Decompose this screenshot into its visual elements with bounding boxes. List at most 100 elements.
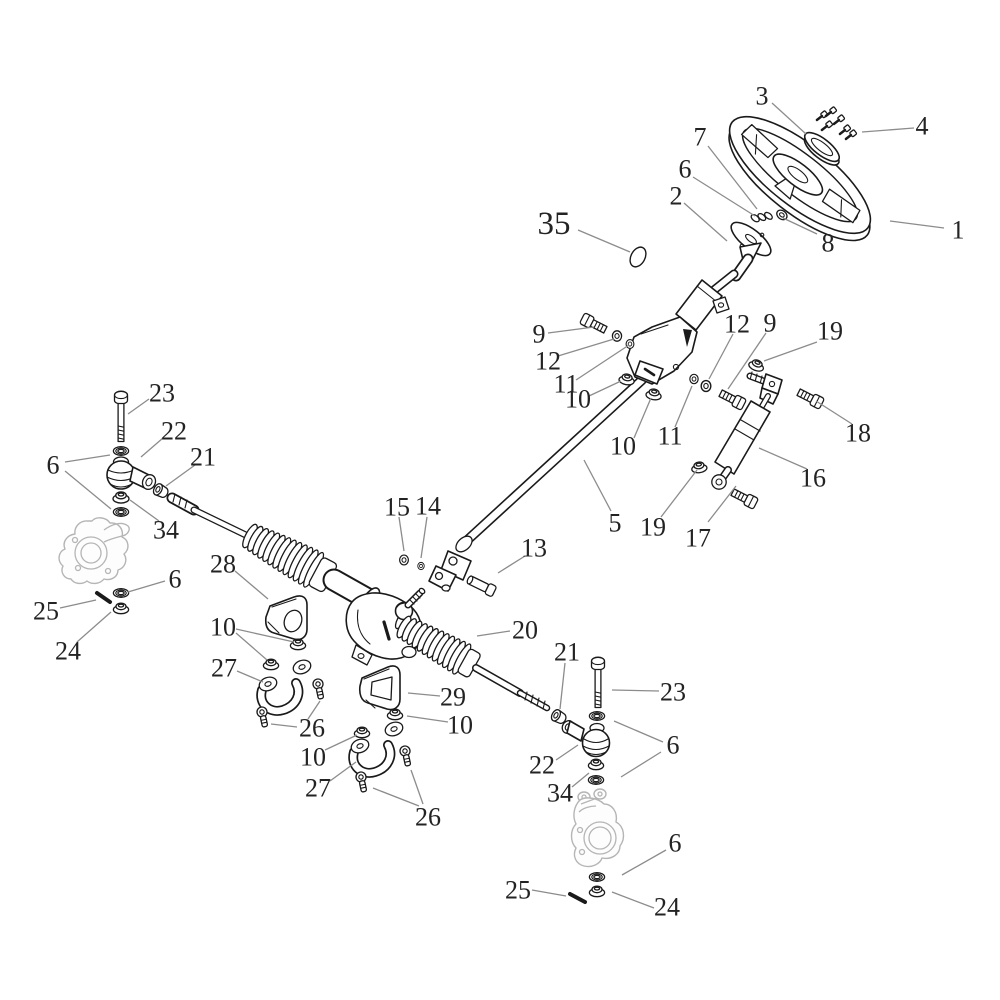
- leader-line-28: [234, 570, 269, 600]
- leader-line-16: [758, 447, 808, 470]
- tie-rod-end-right: [561, 656, 611, 785]
- part-label-26-41: 26: [415, 803, 441, 832]
- leader-line-2: [683, 202, 728, 242]
- leader-line-10: [406, 715, 449, 723]
- part-label-6-28: 6: [47, 451, 60, 480]
- part-label-17-17: 17: [685, 524, 711, 553]
- rack-bushing-left: [264, 595, 308, 641]
- part-label-34-46: 34: [547, 779, 573, 808]
- leader-line-27: [236, 670, 264, 683]
- horn-pad-screws: [814, 105, 859, 143]
- part-label-25-48: 25: [505, 876, 531, 905]
- leader-line-23: [127, 398, 150, 415]
- part-label-19-18: 19: [640, 513, 666, 542]
- universal-joint: [428, 535, 473, 592]
- wheel-spoke-left: [740, 123, 779, 159]
- damper-bolt-upper: [795, 386, 826, 410]
- bracket-screw: [398, 744, 414, 768]
- leader-line-12: [708, 333, 734, 380]
- leader-line-15: [398, 516, 405, 552]
- leader-line-24: [76, 611, 112, 643]
- rack-and-pinion: [166, 492, 551, 712]
- part-label-6-47: 6: [669, 829, 682, 858]
- part-label-22-45: 22: [529, 751, 555, 780]
- part-label-6-30: 6: [169, 565, 182, 594]
- part-label-34-29: 34: [153, 516, 179, 545]
- part-label-1-0: 1: [952, 216, 965, 245]
- leader-line-6: [127, 580, 166, 593]
- leader-line-12: [557, 338, 615, 357]
- part-label-7-6: 7: [694, 123, 707, 152]
- part-label-35-50: 35: [538, 206, 571, 242]
- knuckle-hardware-right: [568, 872, 606, 904]
- leader-line-9: [547, 326, 595, 334]
- part-label-8-7: 8: [822, 229, 835, 258]
- leader-line-23: [611, 689, 660, 692]
- leader-line-10: [588, 380, 622, 397]
- leader-line-20: [476, 630, 511, 637]
- retainer-ring-15: [399, 554, 409, 566]
- damper-nut-upper: [746, 357, 767, 374]
- wheel-hub: [772, 153, 824, 196]
- part-label-9-8: 9: [533, 320, 546, 349]
- rack-boot-right: [396, 615, 481, 678]
- leader-line-8: [782, 217, 818, 235]
- column-mount-hardware-right: [689, 373, 748, 411]
- part-label-12-9: 12: [535, 347, 561, 376]
- leader-line-7: [707, 145, 758, 210]
- steering-wheel: [728, 115, 872, 242]
- leader-line-11: [575, 344, 630, 381]
- leader-line-10: [324, 734, 358, 751]
- part-label-19-14: 19: [817, 317, 843, 346]
- leader-line-6: [613, 720, 664, 743]
- rack-boot-left: [242, 523, 338, 593]
- leader-line-19: [660, 469, 698, 518]
- part-label-14-23: 14: [415, 492, 441, 521]
- leader-line-26: [372, 787, 420, 807]
- leader-line-14: [420, 516, 428, 559]
- leader-line-26: [270, 723, 298, 728]
- leader-line-13: [497, 555, 526, 574]
- clamp-bracket-right: [348, 721, 404, 778]
- part-label-20-24: 20: [512, 616, 538, 645]
- retainer-ring-14: [417, 561, 425, 571]
- leader-line-34: [571, 772, 590, 788]
- leader-line-9: [727, 332, 767, 390]
- tie-rod-end-left: [106, 390, 157, 517]
- o-ring: [629, 246, 647, 268]
- leader-line-22: [555, 744, 579, 761]
- leader-line-24: [611, 891, 655, 909]
- bracket-nut: [289, 638, 307, 651]
- leader-line-6: [620, 751, 662, 778]
- leader-line-6: [64, 470, 112, 510]
- knuckle-left: [58, 517, 130, 585]
- part-label-28-33: 28: [210, 550, 236, 579]
- leader-line-4: [861, 127, 915, 133]
- part-label-16-16: 16: [800, 464, 826, 493]
- part-label-12-12: 12: [724, 310, 750, 339]
- part-label-10-11: 10: [565, 385, 591, 414]
- part-label-10-34: 10: [210, 613, 236, 642]
- part-label-24-49: 24: [654, 893, 680, 922]
- steering-damper: [711, 371, 783, 490]
- leader-line-5: [583, 459, 612, 512]
- leader-line-25: [531, 889, 567, 897]
- part-label-10-19: 10: [610, 432, 636, 461]
- part-label-18-15: 18: [845, 419, 871, 448]
- damper-bolt-lower: [729, 486, 760, 510]
- part-label-21-42: 21: [554, 638, 580, 667]
- leader-line-26: [410, 769, 424, 805]
- shaft-nut-washer-stack: [750, 209, 788, 223]
- leader-line-22: [140, 437, 164, 458]
- part-label-21-27: 21: [190, 443, 216, 472]
- leader-line-19: [763, 341, 818, 362]
- part-label-23-25: 23: [149, 379, 175, 408]
- leader-line-29: [407, 692, 441, 697]
- bracket-screw: [311, 677, 327, 701]
- leader-line-21: [559, 662, 566, 710]
- bracket-nut: [262, 658, 280, 671]
- leader-line-17: [707, 485, 737, 523]
- leader-line-3: [771, 102, 807, 135]
